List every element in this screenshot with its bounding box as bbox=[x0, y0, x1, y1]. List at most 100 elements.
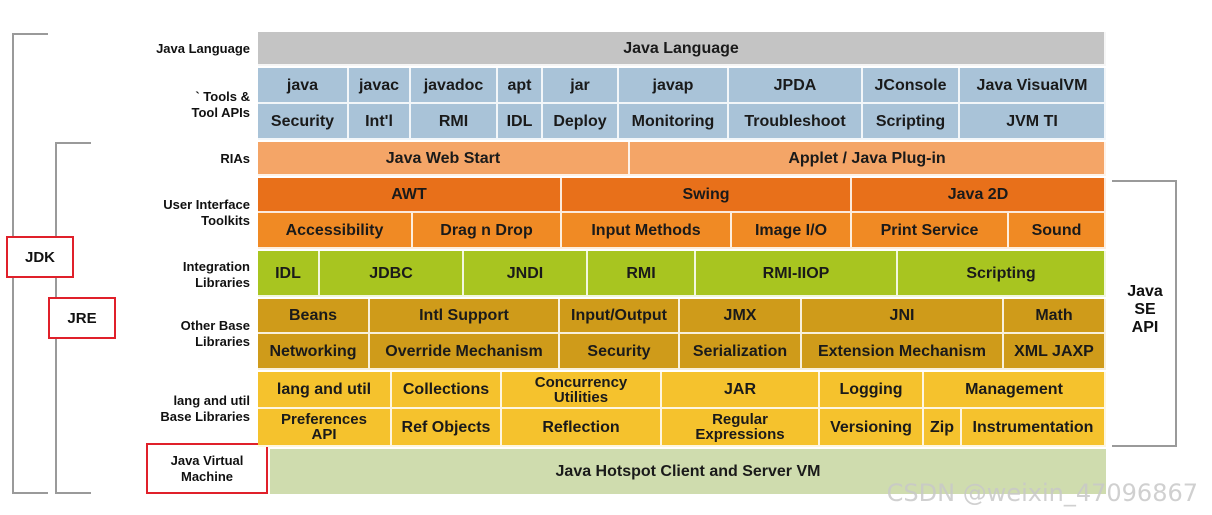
cell-preferences-api: Preferences API bbox=[258, 409, 392, 447]
cell-regular-line-1: Regular bbox=[712, 411, 768, 428]
jdk-label: JDK bbox=[6, 236, 74, 278]
cell-java-language: Java Language bbox=[258, 32, 1106, 66]
csdn-watermark: CSDN @weixin_47096867 bbox=[886, 479, 1198, 507]
cell-tool-javac: javac bbox=[349, 68, 411, 104]
cell-xml-jaxp: XML JAXP bbox=[1004, 334, 1106, 370]
row-label-other-line-1: Other Base bbox=[180, 318, 250, 333]
cell-tool-jconsole: JConsole bbox=[863, 68, 960, 104]
row-label-lang-line-1: lang and util bbox=[173, 393, 250, 408]
cell-tool-javap: javap bbox=[619, 68, 729, 104]
cell-jar: JAR bbox=[662, 372, 820, 409]
cell-tool-jpda: JPDA bbox=[729, 68, 863, 104]
row-label-tools: ` Tools & Tool APIs bbox=[192, 89, 251, 121]
cell-int-rmi-iiop: RMI-IIOP bbox=[696, 251, 898, 297]
java-se-api-line-3: API bbox=[1131, 319, 1159, 336]
cell-tool-troubleshoot: Troubleshoot bbox=[729, 104, 863, 140]
cell-input-methods: Input Methods bbox=[562, 213, 732, 249]
row-label-other-line-2: Libraries bbox=[195, 334, 250, 349]
cell-tool-java: java bbox=[258, 68, 349, 104]
cell-swing: Swing bbox=[562, 178, 852, 213]
cell-lang-and-util: lang and util bbox=[258, 372, 392, 409]
cell-drag-n-drop: Drag n Drop bbox=[413, 213, 562, 249]
row-label-jvm-line-1: Java Virtual bbox=[170, 452, 244, 468]
row-label-tools-line-2: Tool APIs bbox=[191, 105, 251, 120]
cell-applet-plugin: Applet / Java Plug-in bbox=[630, 142, 1106, 176]
cell-tool-idl: IDL bbox=[498, 104, 543, 140]
cell-int-rmi: RMI bbox=[588, 251, 696, 297]
cell-java-hotspot-vm: Java Hotspot Client and Server VM bbox=[270, 449, 1106, 494]
row-label-jvm-box: Java Virtual Machine bbox=[146, 443, 268, 494]
cell-accessibility: Accessibility bbox=[258, 213, 413, 249]
cell-extension-mechanism: Extension Mechanism bbox=[802, 334, 1004, 370]
cell-logging: Logging bbox=[820, 372, 924, 409]
row-label-integration-line-1: Integration bbox=[182, 259, 250, 274]
row-label-tools-line-1: ` Tools & bbox=[195, 89, 250, 104]
cell-intl-support: Intl Support bbox=[370, 299, 560, 334]
cell-tool-monitoring: Monitoring bbox=[619, 104, 729, 140]
java-se-api-label: Java SE API bbox=[1120, 283, 1170, 337]
se-api-bracket-top bbox=[1112, 180, 1177, 182]
cell-networking: Networking bbox=[258, 334, 370, 370]
cell-math: Math bbox=[1004, 299, 1106, 334]
row-label-integration-line-2: Libraries bbox=[195, 275, 250, 290]
cell-int-idl: IDL bbox=[258, 251, 320, 297]
cell-collections: Collections bbox=[392, 372, 502, 409]
row-label-jvm-line-2: Machine bbox=[180, 468, 233, 484]
cell-tool-javadoc: javadoc bbox=[411, 68, 498, 104]
cell-jmx: JMX bbox=[680, 299, 802, 334]
cell-int-scripting: Scripting bbox=[898, 251, 1106, 297]
row-label-ui-toolkits: User Interface Toolkits bbox=[163, 197, 250, 229]
cell-awt: AWT bbox=[258, 178, 562, 213]
cell-tool-intl: Int'l bbox=[349, 104, 411, 140]
cell-tool-security: Security bbox=[258, 104, 349, 140]
row-label-other-base: Other Base Libraries bbox=[181, 318, 250, 350]
cell-tool-jvm-ti: JVM TI bbox=[960, 104, 1106, 140]
cell-versioning: Versioning bbox=[820, 409, 924, 447]
cell-preferences-line-1: Preferences bbox=[281, 411, 367, 428]
cell-tool-jar: jar bbox=[543, 68, 619, 104]
cell-security: Security bbox=[560, 334, 680, 370]
cell-tool-java-visualvm: Java VisualVM bbox=[960, 68, 1106, 104]
cell-concurrency-line-2: Utilities bbox=[553, 388, 609, 406]
cell-tool-scripting: Scripting bbox=[863, 104, 960, 140]
cell-ref-objects: Ref Objects bbox=[392, 409, 502, 447]
java-se-api-line-1: Java bbox=[1127, 283, 1163, 300]
cell-zip: Zip bbox=[924, 409, 962, 447]
cell-image-io: Image I/O bbox=[732, 213, 852, 249]
cell-tool-deploy: Deploy bbox=[543, 104, 619, 140]
cell-reflection: Reflection bbox=[502, 409, 662, 447]
cell-concurrency-line-1: Concurrency bbox=[534, 373, 628, 391]
se-api-bracket-bottom bbox=[1112, 445, 1177, 447]
row-label-integration: Integration Libraries bbox=[183, 259, 250, 291]
cell-regular-line-2: Expressions bbox=[695, 426, 785, 443]
cell-int-jdbc: JDBC bbox=[320, 251, 464, 297]
cell-jni: JNI bbox=[802, 299, 1004, 334]
cell-sound: Sound bbox=[1009, 213, 1106, 249]
row-label-ui-line-2: Toolkits bbox=[201, 213, 250, 228]
java-se-api-line-2: SE bbox=[1134, 301, 1156, 318]
row-label-lang-util: lang and util Base Libraries bbox=[160, 393, 250, 425]
cell-int-jndi: JNDI bbox=[464, 251, 588, 297]
cell-java-web-start: Java Web Start bbox=[258, 142, 630, 176]
jdk-bracket-bottom bbox=[12, 492, 48, 494]
row-label-lang-line-2: Base Libraries bbox=[160, 409, 250, 424]
se-api-bracket-vertical bbox=[1175, 180, 1177, 446]
jre-bracket-bottom bbox=[55, 492, 91, 494]
cell-concurrency-utilities: Concurrency Utilities bbox=[502, 372, 662, 409]
cell-override-mechanism: Override Mechanism bbox=[370, 334, 560, 370]
jre-bracket-top bbox=[55, 142, 91, 144]
cell-instrumentation: Instrumentation bbox=[962, 409, 1106, 447]
cell-tool-rmi: RMI bbox=[411, 104, 498, 140]
cell-preferences-line-2: API bbox=[311, 426, 337, 443]
cell-java-2d: Java 2D bbox=[852, 178, 1106, 213]
cell-regular-expressions: Regular Expressions bbox=[662, 409, 820, 447]
cell-print-service: Print Service bbox=[852, 213, 1009, 249]
cell-input-output: Input/Output bbox=[560, 299, 680, 334]
row-label-rias: RIAs bbox=[220, 151, 250, 166]
cell-tool-apt: apt bbox=[498, 68, 543, 104]
jdk-bracket-top bbox=[12, 33, 48, 35]
row-label-ui-line-1: User Interface bbox=[163, 197, 250, 212]
cell-beans: Beans bbox=[258, 299, 370, 334]
cell-management: Management bbox=[924, 372, 1106, 409]
jre-label: JRE bbox=[48, 297, 116, 339]
